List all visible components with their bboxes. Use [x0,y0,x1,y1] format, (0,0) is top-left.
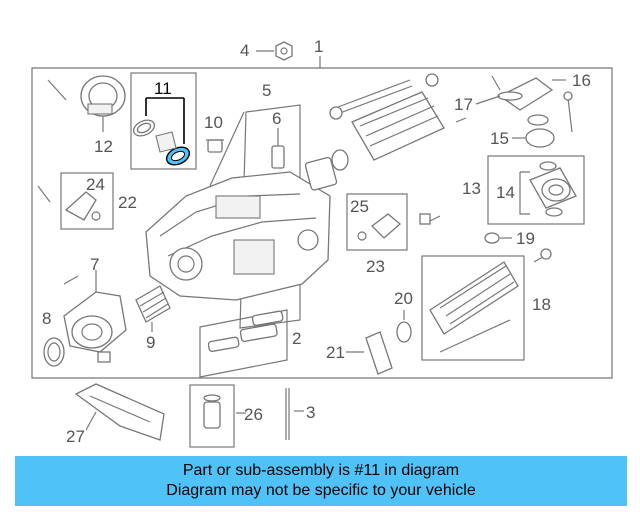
callout-24: 24 [86,175,105,194]
callout-8: 8 [42,309,51,328]
callout-26: 26 [244,405,263,424]
box-10-11 [130,72,197,170]
part-7-housing[interactable] [63,270,127,363]
callout-3: 3 [306,403,315,422]
callout-25: 25 [350,197,369,216]
callout-22: 22 [118,193,137,212]
part-2-gasket-set[interactable] [207,310,284,353]
part-8-ring[interactable] [43,337,65,367]
part-10-cap[interactable] [206,139,224,153]
part-18-cooler[interactable] [429,261,519,353]
callout-16: 16 [572,71,591,90]
callout-14: 14 [496,183,515,202]
callout-1: 1 [314,37,323,56]
part-tube[interactable] [329,79,413,120]
callout-17: 17 [454,95,473,114]
box-18 [421,255,525,361]
part-12-throttle[interactable] [47,75,126,132]
assembly-frame [31,67,613,379]
callout-18: 18 [532,295,551,314]
box-13-14 [487,155,585,225]
callout-11: 11 [154,79,172,98]
part-27-pipe[interactable] [74,383,165,441]
info-banner: Part or sub-assembly is #11 in diagram D… [15,456,627,506]
part-20-ring[interactable] [396,310,412,343]
callout-6: 6 [272,109,281,128]
part-15-cover[interactable] [512,91,573,148]
callout-2: 2 [292,329,301,348]
callout-10: 10 [204,113,223,132]
banner-line-1: Part or sub-assembly is #11 in diagram [182,462,460,479]
part-4-nut[interactable] [256,41,293,61]
part-6-sensor[interactable] [271,128,285,169]
part-3-stud[interactable] [285,388,304,440]
callout-7: 7 [90,255,99,274]
box-26 [189,384,235,448]
part-19-bolt[interactable] [484,232,552,263]
callout-20: 20 [394,289,413,308]
box-23-25 [346,193,408,251]
part-14-valve[interactable] [519,161,577,217]
part-16-flange[interactable] [491,75,566,111]
callout-4: 4 [240,41,249,60]
part-centre-gaskets[interactable] [304,149,349,191]
part-11-gaskets[interactable] [131,97,192,168]
callout-19: 19 [516,229,535,248]
parts-diagram: 1 2 3 4 5 6 7 8 9 10 11 12 13 14 15 16 1… [31,37,613,448]
part-21-gasket[interactable] [346,331,393,375]
part-17-orings[interactable] [475,91,549,126]
banner-line-2: Diagram may not be specific to your vehi… [166,482,476,499]
supercharger-body [145,111,331,301]
part-24-bracket[interactable] [37,185,101,221]
box-22-24 [60,172,114,230]
callout-21: 21 [326,343,345,362]
callout-23: 23 [366,257,385,276]
part-intercooler[interactable] [351,73,467,161]
part-9-bellows[interactable] [135,285,171,332]
part-25-sensor[interactable] [357,213,441,241]
callout-5: 5 [262,81,271,100]
callout-9: 9 [146,333,155,352]
part-26-sensor[interactable] [203,394,246,429]
callout-12: 12 [94,137,113,156]
callout-13: 13 [462,179,481,198]
callout-27: 27 [66,427,85,446]
callout-15: 15 [490,129,509,148]
